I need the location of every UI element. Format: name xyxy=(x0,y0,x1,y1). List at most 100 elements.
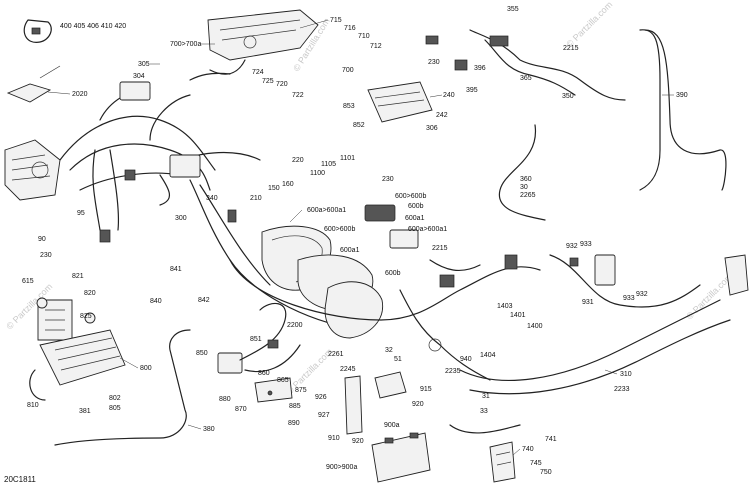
callout-600b1: 600>600b xyxy=(395,193,426,200)
gauge-cluster-housing xyxy=(189,9,319,81)
callout-880: 880 xyxy=(219,396,231,403)
callout-305: 305 xyxy=(138,61,150,68)
callout-700: 700 xyxy=(342,67,354,74)
key-fob xyxy=(6,83,52,103)
connector xyxy=(99,229,111,243)
callout-750: 750 xyxy=(540,469,552,476)
callout-1401: 1401 xyxy=(510,312,526,319)
main-harness xyxy=(59,81,361,331)
callout-805: 805 xyxy=(109,405,121,412)
callout-381: 381 xyxy=(79,408,91,415)
callout-722: 722 xyxy=(292,92,304,99)
callout-365: 365 xyxy=(520,75,532,82)
callout-900a: 900a xyxy=(384,422,400,429)
callout-600b: 600b xyxy=(408,203,424,210)
ecu-module xyxy=(367,81,433,123)
callout-720: 720 xyxy=(276,81,288,88)
right-components xyxy=(569,254,749,296)
callout-33: 33 xyxy=(480,408,488,415)
callout-240: 240 xyxy=(443,92,455,99)
callout-210: 210 xyxy=(250,195,262,202)
callout-600b2: 600b xyxy=(385,270,401,277)
callout-840: 840 xyxy=(150,298,162,305)
callout-910: 910 xyxy=(328,435,340,442)
upper-right-harness xyxy=(425,29,727,191)
display-bezels xyxy=(261,204,419,339)
callout-30: 30 xyxy=(520,184,528,191)
side-module xyxy=(724,254,749,296)
callout-1105: 1105 xyxy=(321,161,336,168)
callout-2215b: 2215 xyxy=(432,245,448,252)
callout-400: 400 405 406 410 420 xyxy=(60,23,126,30)
callout-1403: 1403 xyxy=(497,303,513,310)
leader-lines xyxy=(47,19,674,456)
callout-865: 865 xyxy=(277,377,289,384)
key-fob-assembly xyxy=(6,19,61,103)
callout-230a: 230 xyxy=(428,59,440,66)
callout-700a: 700>700a xyxy=(170,41,201,48)
callout-851: 851 xyxy=(250,336,262,343)
callout-2245: 2245 xyxy=(340,366,356,373)
callout-395: 395 xyxy=(466,87,478,94)
drain-tube xyxy=(498,124,546,221)
callout-932b: 932 xyxy=(636,291,648,298)
callout-230c: 230 xyxy=(40,252,52,259)
callout-90: 90 xyxy=(38,236,46,243)
callout-800: 800 xyxy=(140,365,152,372)
callout-labels: 400 405 406 410 420 2020 305 304 700>700… xyxy=(22,6,688,476)
callout-600600b: 600>600b xyxy=(324,226,355,233)
callout-926: 926 xyxy=(315,394,327,401)
callout-927: 927 xyxy=(318,412,330,419)
callout-31: 31 xyxy=(482,393,490,400)
callout-870: 870 xyxy=(235,406,247,413)
callout-920b: 920 xyxy=(352,438,364,445)
callout-915: 915 xyxy=(420,386,432,393)
fuse-block xyxy=(169,154,201,178)
callout-2265: 2265 xyxy=(520,192,536,199)
callout-850: 850 xyxy=(196,350,208,357)
callout-230b: 230 xyxy=(382,176,394,183)
callout-931: 931 xyxy=(582,299,594,306)
callout-821: 821 xyxy=(72,273,84,280)
callout-615: 615 xyxy=(22,278,34,285)
watermark-top-right: © Partzilla.com xyxy=(564,0,614,49)
callout-852: 852 xyxy=(353,122,365,129)
watermark-bottom-center: © Partzilla.com xyxy=(284,346,334,396)
callout-220: 220 xyxy=(292,157,304,164)
winch-solenoid xyxy=(217,302,301,374)
callout-600a1b: 600a1 xyxy=(405,215,425,222)
callout-890: 890 xyxy=(288,420,300,427)
callout-150: 150 xyxy=(268,185,280,192)
voltage-regulator xyxy=(594,254,616,286)
callout-933b: 933 xyxy=(623,295,635,302)
callout-380: 380 xyxy=(203,426,215,433)
callout-306: 306 xyxy=(426,125,438,132)
lower-harness xyxy=(229,254,731,434)
callout-360: 360 xyxy=(520,176,532,183)
callout-933a: 933 xyxy=(580,241,592,248)
callout-32: 32 xyxy=(385,347,393,354)
callout-820: 820 xyxy=(84,290,96,297)
callout-300: 300 xyxy=(175,215,187,222)
callout-802: 802 xyxy=(109,395,121,402)
callout-885: 885 xyxy=(289,403,301,410)
callout-2020: 2020 xyxy=(72,91,88,98)
callout-2200: 2200 xyxy=(287,322,303,329)
callout-242: 242 xyxy=(436,112,448,119)
callout-841: 841 xyxy=(170,266,182,273)
callout-712: 712 xyxy=(370,43,382,50)
fuse-holder xyxy=(489,441,516,483)
callout-710: 710 xyxy=(358,33,370,40)
callout-724: 724 xyxy=(252,69,264,76)
callout-304: 304 xyxy=(133,73,145,80)
callout-715: 715 xyxy=(330,17,342,24)
callout-390: 390 xyxy=(676,92,688,99)
callout-2261: 2261 xyxy=(328,351,344,358)
callout-932a: 932 xyxy=(566,243,578,250)
callout-920a: 920 xyxy=(412,401,424,408)
callout-1101: 1101 xyxy=(340,155,355,162)
callout-160: 160 xyxy=(282,181,294,188)
callout-396: 396 xyxy=(474,65,486,72)
figure-code: 20C1811 xyxy=(4,475,36,484)
